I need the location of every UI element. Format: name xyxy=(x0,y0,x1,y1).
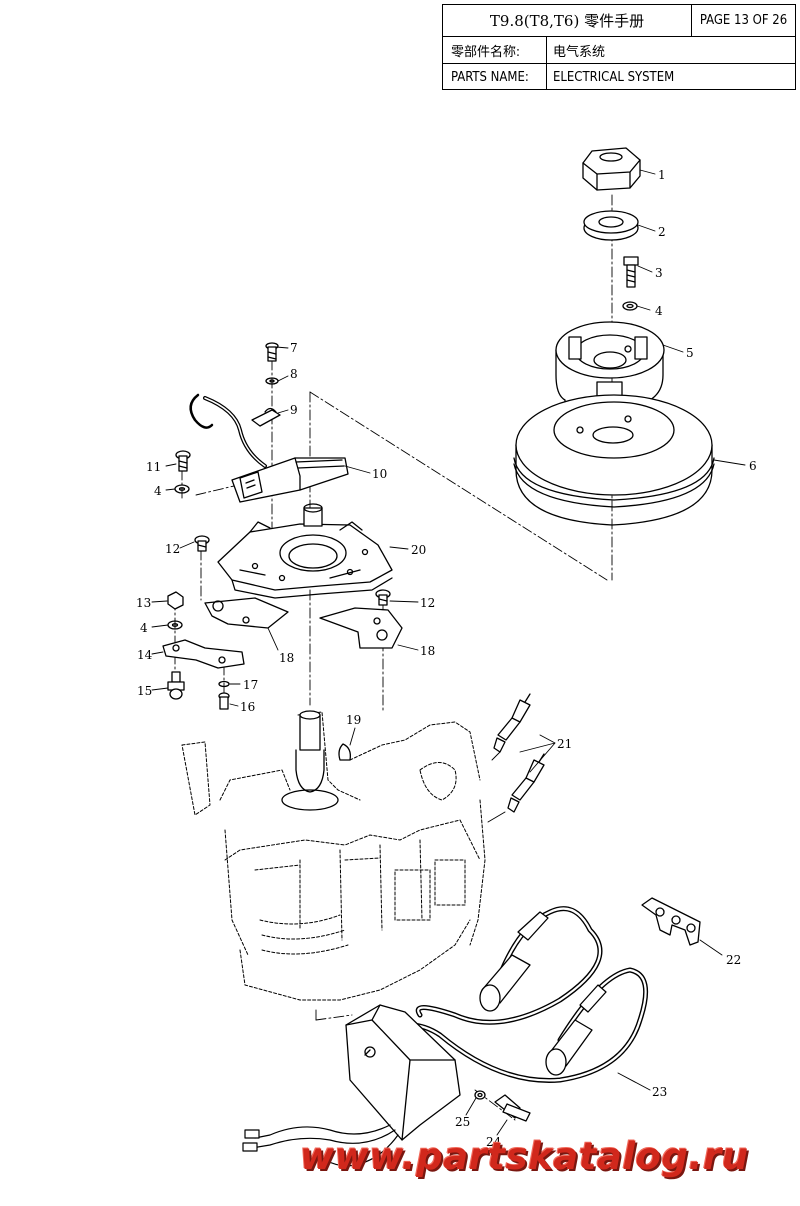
spark-plug-leader xyxy=(487,751,506,823)
coil-washer xyxy=(474,1090,486,1100)
woodruff-key xyxy=(338,743,351,761)
callout-9: 9 xyxy=(290,403,298,417)
flywheel xyxy=(513,394,715,526)
callout-21: 21 xyxy=(557,737,572,751)
small-washer-17 xyxy=(218,680,230,688)
cylinder-block xyxy=(181,711,486,1001)
callout-16: 16 xyxy=(240,700,255,714)
small-bolt xyxy=(623,256,639,288)
callout-13: 13 xyxy=(136,596,151,610)
callout-leaders xyxy=(151,169,746,1136)
callout-4c: 4 xyxy=(140,621,148,635)
title-block: T9.8(T8,T6) 零件手册 PAGE 13 OF 26 零部件名称: 电气… xyxy=(442,4,796,90)
callout-23: 23 xyxy=(652,1085,667,1099)
page-indicator: PAGE 13 OF 26 xyxy=(699,13,788,28)
parts-name-label-cn: 零部件名称: xyxy=(443,37,547,63)
callout-11: 11 xyxy=(146,460,161,474)
starter-pulley xyxy=(555,321,665,405)
coil-bolt xyxy=(494,1094,531,1122)
callout-12a: 12 xyxy=(165,542,180,556)
callout-8: 8 xyxy=(290,367,298,381)
callout-12b: 12 xyxy=(420,596,435,610)
crankshaft-end xyxy=(281,710,339,811)
parts-name-label-en: PARTS NAME: xyxy=(443,64,547,90)
callout-20: 20 xyxy=(411,543,426,557)
parts-name-value-en: ELECTRICAL SYSTEM xyxy=(553,69,675,85)
callout-1: 1 xyxy=(658,168,666,182)
magneto-base-plate xyxy=(217,503,393,599)
callout-7: 7 xyxy=(290,341,298,355)
callout-3: 3 xyxy=(655,266,663,280)
ignition-coil-unit xyxy=(345,1004,461,1141)
screw xyxy=(265,342,279,362)
callout-22: 22 xyxy=(726,953,741,967)
flat-washer xyxy=(583,210,639,241)
callout-4b: 4 xyxy=(154,484,162,498)
spark-plug-lower xyxy=(507,753,545,813)
watermark-url: www.partskatalog.ru xyxy=(300,1135,749,1178)
throttle-cam-plate xyxy=(162,639,245,669)
parts-name-value-cn: 电气系统 xyxy=(553,44,606,60)
hex-nut xyxy=(582,147,641,191)
ball-joint xyxy=(167,671,185,700)
callout-15: 15 xyxy=(137,684,152,698)
primary-wires xyxy=(242,1124,399,1167)
charge-coil xyxy=(189,393,349,503)
retainer-plate-left xyxy=(204,597,289,629)
callout-6: 6 xyxy=(749,459,757,473)
catalog-title: T9.8(T8,T6) 零件手册 xyxy=(443,5,692,36)
retainer-plate-right xyxy=(319,607,403,649)
callout-4: 4 xyxy=(655,304,663,318)
lock-washer xyxy=(622,301,638,311)
callout-labels: 1 2 3 4 5 6 7 8 9 10 11 4 12 20 13 12 4 … xyxy=(136,168,757,1149)
screw-16 xyxy=(218,692,230,710)
callout-2: 2 xyxy=(658,225,666,239)
high-tension-leads xyxy=(407,906,649,1083)
callout-5: 5 xyxy=(686,346,694,360)
base-screw-left xyxy=(194,535,210,552)
callout-18a: 18 xyxy=(279,651,294,665)
spark-plug-upper xyxy=(493,693,531,753)
wire-clamp xyxy=(251,407,281,427)
callout-18b: 18 xyxy=(420,644,435,658)
base-screw-right xyxy=(375,589,391,606)
callout-19: 19 xyxy=(346,713,361,727)
callout-10: 10 xyxy=(372,467,387,481)
callout-24: 24 xyxy=(486,1135,502,1149)
nut-13 xyxy=(167,591,184,610)
callout-14: 14 xyxy=(137,648,153,662)
callout-17: 17 xyxy=(243,678,258,692)
coil-screw xyxy=(175,450,191,472)
callout-25: 25 xyxy=(455,1115,470,1129)
wire-clip xyxy=(641,897,701,946)
